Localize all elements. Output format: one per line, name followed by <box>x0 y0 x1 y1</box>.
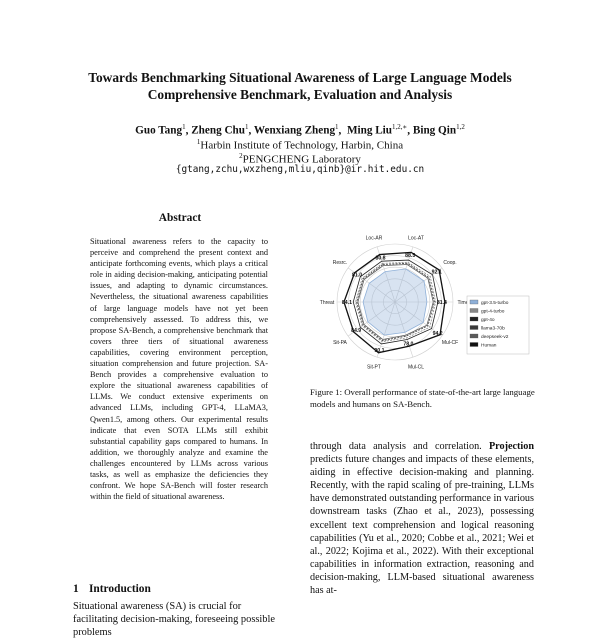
legend-swatch <box>469 333 479 339</box>
author-name: Guo Tang <box>135 124 183 137</box>
legend-label: llama3-70b <box>481 326 505 332</box>
paper-title: Towards Benchmarking Situational Awarene… <box>40 69 560 103</box>
radar-spoke <box>394 301 443 337</box>
legend-swatch <box>469 325 479 330</box>
paper-page: Towards Benchmarking Situational Awarene… <box>40 69 560 638</box>
radar-axis-label: Coop. <box>443 260 456 266</box>
legend-swatch <box>469 299 479 305</box>
radar-spoke <box>347 301 396 337</box>
section-title: Introduction <box>89 583 151 595</box>
radar-value-label: 90.1 <box>374 348 384 354</box>
radar-series-llama3-70b <box>356 262 435 342</box>
legend-label: gpt-3.5-turbo <box>481 300 509 306</box>
radar-series-gpt-4o <box>352 259 439 345</box>
radar-value-label: 80.8 <box>375 255 385 261</box>
radar-axis-label: Sit-PA <box>333 340 347 346</box>
radar-axis-label: Loc-AR <box>366 235 383 241</box>
radar-spoke <box>394 267 443 303</box>
radar-series-gpt-3.5-turbo <box>362 268 428 336</box>
author-name: Ming Liu <box>346 124 393 137</box>
radar-axis-label: Time <box>458 300 469 306</box>
radar-series-gpt-4-turbo <box>355 261 437 343</box>
legend-label: gpt-4o <box>481 317 495 323</box>
abstract-text: Situational awareness refers to the capa… <box>90 237 268 502</box>
legend-swatch <box>469 308 479 313</box>
legend-label: Human <box>481 343 497 349</box>
author-affil-mark: 1 <box>182 123 186 131</box>
author-name: Bing Qin <box>412 124 457 137</box>
section-heading: 1 Introduction <box>73 583 151 595</box>
radar-spoke <box>394 246 414 303</box>
affiliation-text: PENGCHENG Laboratory <box>242 153 361 166</box>
radar-spoke <box>347 267 396 303</box>
legend-label: deepseek-v2 <box>481 334 509 340</box>
radar-axis-label: Resrc. <box>333 260 347 266</box>
radar-series-Human <box>343 251 446 354</box>
author-affil-mark: 1 <box>335 123 339 131</box>
radar-value-label: 88.5 <box>405 253 415 259</box>
legend-swatch <box>469 342 479 347</box>
affiliation-1: 1Harbin Institute of Technology, Harbin,… <box>40 135 560 153</box>
radar-value-label: 78.0 <box>403 341 413 347</box>
affiliation-mark: 1 <box>196 138 201 146</box>
radar-axis-label: Threat <box>320 300 335 306</box>
radar-value-label: 81.0 <box>352 272 362 278</box>
paragraph-text: through data analysis and correlation. <box>310 441 482 452</box>
radar-value-label: 84.1 <box>342 300 352 306</box>
author-name: Wenxiang Zheng <box>253 124 336 137</box>
right-column-text: through data analysis and correlation. P… <box>310 440 534 597</box>
legend-swatch <box>469 316 479 322</box>
radar-axis-label: Mul-CF <box>442 340 458 346</box>
affiliation-mark: 2 <box>239 152 243 160</box>
intro-text: Situational awareness (SA) is crucial fo… <box>73 601 275 638</box>
legend-label: gpt-4-turbo <box>481 309 505 315</box>
projection-term: Projection <box>488 441 535 452</box>
radar-spoke <box>376 246 396 303</box>
author-name: Zheng Chu <box>191 124 245 137</box>
author-affil-mark: 1,2 <box>456 123 465 131</box>
radar-spoke <box>376 301 396 358</box>
author-emails[interactable]: {gtang,zchu,wxzheng,mliu,qinb}@ir.hit.ed… <box>175 164 425 175</box>
affiliation-2: 2PENGCHENG Laboratory <box>40 149 560 167</box>
author-affil-mark: 1 <box>245 123 249 131</box>
radar-value-label: 81.4 <box>437 300 447 306</box>
radar-value-label: 92.1 <box>432 270 442 276</box>
radar-value-label: 84.9 <box>351 328 361 334</box>
author-list: Guo Tang1, Zheng Chu1, Wenxiang Zheng1, … <box>135 123 465 137</box>
radar-spoke <box>394 301 414 358</box>
title-line-2: Comprehensive Benchmark, Evaluation and … <box>147 87 453 102</box>
section-number: 1 <box>73 583 79 595</box>
radar-axis-label: Mul-CL <box>408 365 424 371</box>
affiliation-text: Harbin Institute of Technology, Harbin, … <box>200 139 404 152</box>
abstract-heading: Abstract <box>158 212 202 224</box>
title-line-1: Towards Benchmarking Situational Awarene… <box>88 70 512 85</box>
radar-series-deepseek-v2 <box>357 264 434 340</box>
paragraph-text: predicts future changes and impacts of t… <box>310 454 534 597</box>
author-affil-mark: 1,2,∗ <box>392 123 408 131</box>
radar-axis-label: Loc-AT <box>408 235 424 241</box>
radar-value-label: 94.2 <box>433 331 443 337</box>
figure-caption: Figure 1: Overall performance of state-o… <box>310 387 535 409</box>
radar-axis-label: Sit-PT <box>367 365 381 371</box>
